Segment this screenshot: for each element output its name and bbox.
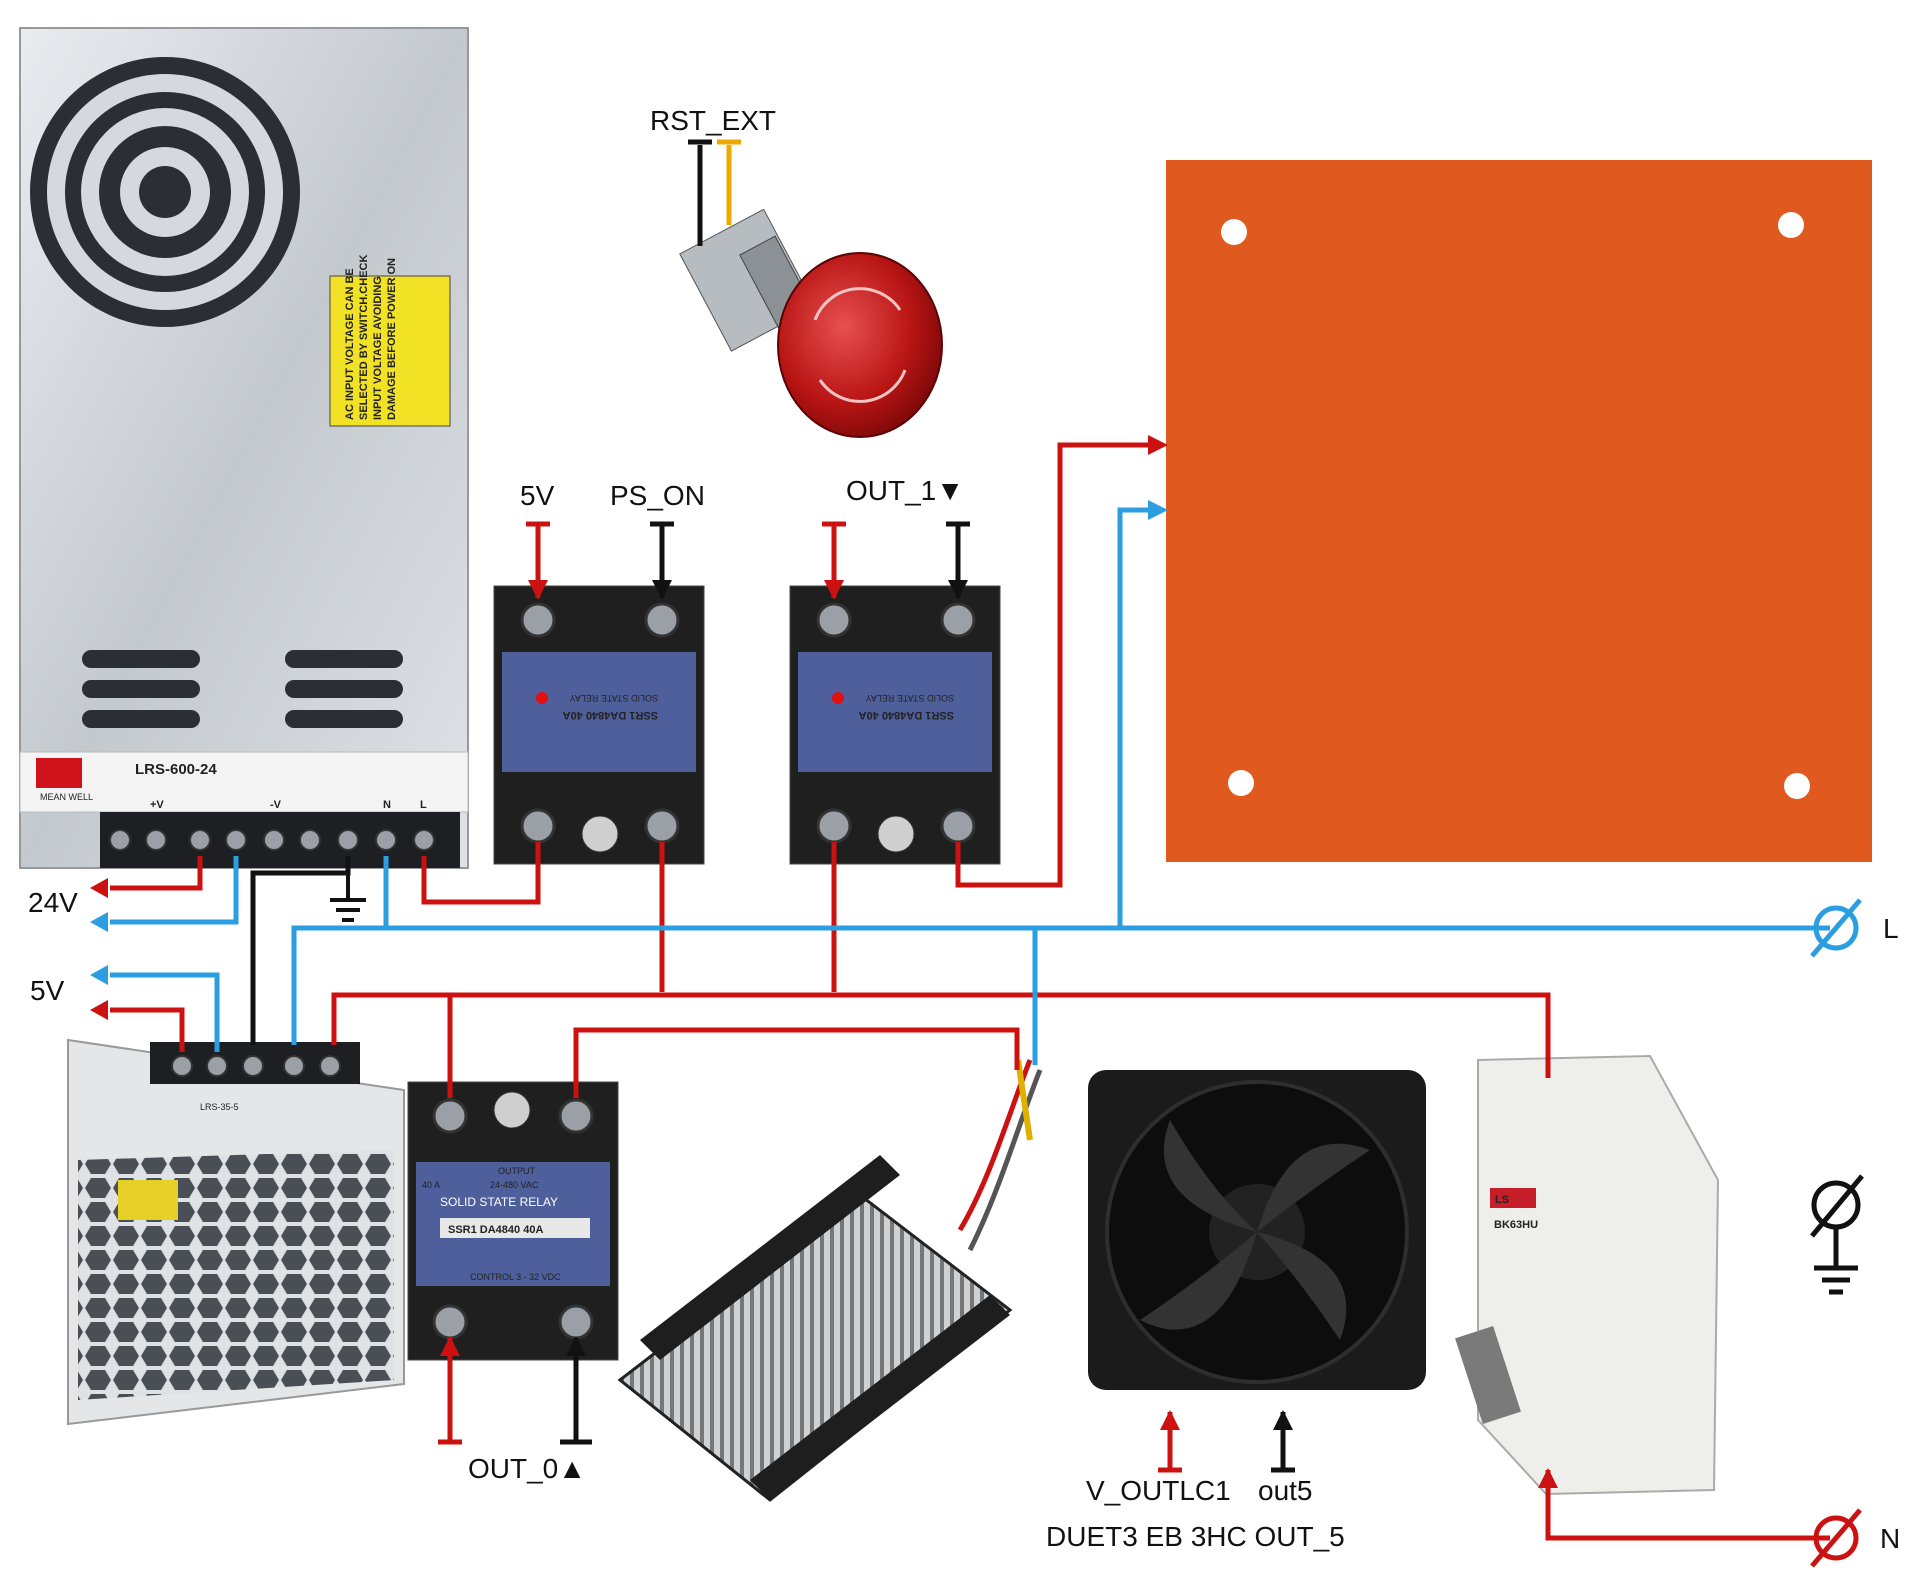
ssr1-type: SOLID STATE RELAY: [569, 693, 658, 703]
warning-line-3: INPUT VOLTAGE AVOIDING: [372, 276, 384, 420]
psu-model: LRS-600-24: [135, 761, 217, 778]
psu-small-model: LRS-35-5: [200, 1102, 239, 1112]
terminal-l: L: [420, 799, 427, 811]
ssr1-model: SSR1 DA4840 40A: [563, 709, 658, 721]
ssr3-type: SOLID STATE RELAY: [440, 1195, 558, 1209]
terminal-minus-v: -V: [270, 799, 282, 811]
heated-bed: [1166, 160, 1872, 862]
ssr-out-1: SSR1 DA4840 40A SOLID STATE RELAY: [789, 585, 1001, 865]
emergency-stop-button: [679, 208, 943, 438]
warning-line-1: AC INPUT VOLTAGE CAN BE: [344, 268, 356, 420]
circuit-breaker: LS BK63HU: [1455, 1054, 1720, 1496]
vent-slots: [82, 650, 403, 728]
breaker-brand: LS: [1495, 1194, 1509, 1206]
terminal-plus-v: +V: [150, 799, 164, 811]
ssr3-current: 40 A: [422, 1180, 440, 1190]
cooling-fan: [1088, 1070, 1426, 1390]
psu-lrs-35-5: LRS-35-5: [67, 1038, 405, 1426]
ssr3-voltage: 24-480 VAC: [490, 1180, 539, 1190]
ptc-heater: [617, 1059, 1043, 1502]
label-out5: out5: [1258, 1475, 1313, 1506]
label-v-outlc1: V_OUTLC1: [1086, 1475, 1231, 1506]
ssr3-output: OUTPUT: [498, 1166, 536, 1176]
label-rst-ext: RST_EXT: [650, 105, 776, 136]
warning-line-4: DAMAGE BEFORE POWER ON: [386, 258, 398, 420]
neutral-terminal-icon: [1810, 1508, 1862, 1568]
wire-arrows: [90, 435, 1558, 1488]
label-ssr1-5v: 5V: [520, 480, 555, 511]
wire-terminations: [438, 139, 1295, 1473]
ssr2-model: SSR1 DA4840 40A: [859, 709, 954, 721]
ssr3-model: SSR1 DA4840 40A: [448, 1224, 543, 1236]
label-out-0: OUT_0▲: [468, 1453, 586, 1484]
psu-lrs-600-24: AC INPUT VOLTAGE CAN BE SELECTED BY SWIT…: [19, 27, 469, 869]
label-out-1: OUT_1▼: [846, 475, 964, 506]
label-duet3: DUET3 EB 3HC OUT_5: [1046, 1521, 1345, 1552]
label-ps-on: PS_ON: [610, 480, 705, 511]
psu-rating-label: [19, 751, 469, 813]
label-neutral: N: [1880, 1523, 1900, 1554]
voltage-warning-label: [329, 275, 451, 427]
breaker-model: BK63HU: [1494, 1219, 1538, 1231]
line-terminal-icon: [1810, 898, 1862, 958]
terminal-n: N: [383, 799, 391, 811]
label-line: L: [1883, 913, 1899, 944]
ssr3-control: CONTROL 3 - 32 VDC: [470, 1272, 561, 1282]
label-24v: 24V: [28, 887, 78, 918]
mean-well-logo: [36, 758, 82, 788]
ground-symbol-psu: [330, 873, 366, 922]
earth-ground-icon: [1810, 1174, 1864, 1295]
label-5v: 5V: [30, 975, 65, 1006]
ssr-out-0: OUTPUT 24-480 VAC 40 A SOLID STATE RELAY…: [407, 1081, 619, 1361]
psu-brand: MEAN WELL: [40, 792, 93, 802]
ssr-ps-on: SSR1 DA4840 40A SOLID STATE RELAY: [493, 585, 705, 865]
ssr2-type: SOLID STATE RELAY: [865, 693, 954, 703]
warning-line-2: SELECTED BY SWITCH.CHECK: [358, 255, 370, 420]
